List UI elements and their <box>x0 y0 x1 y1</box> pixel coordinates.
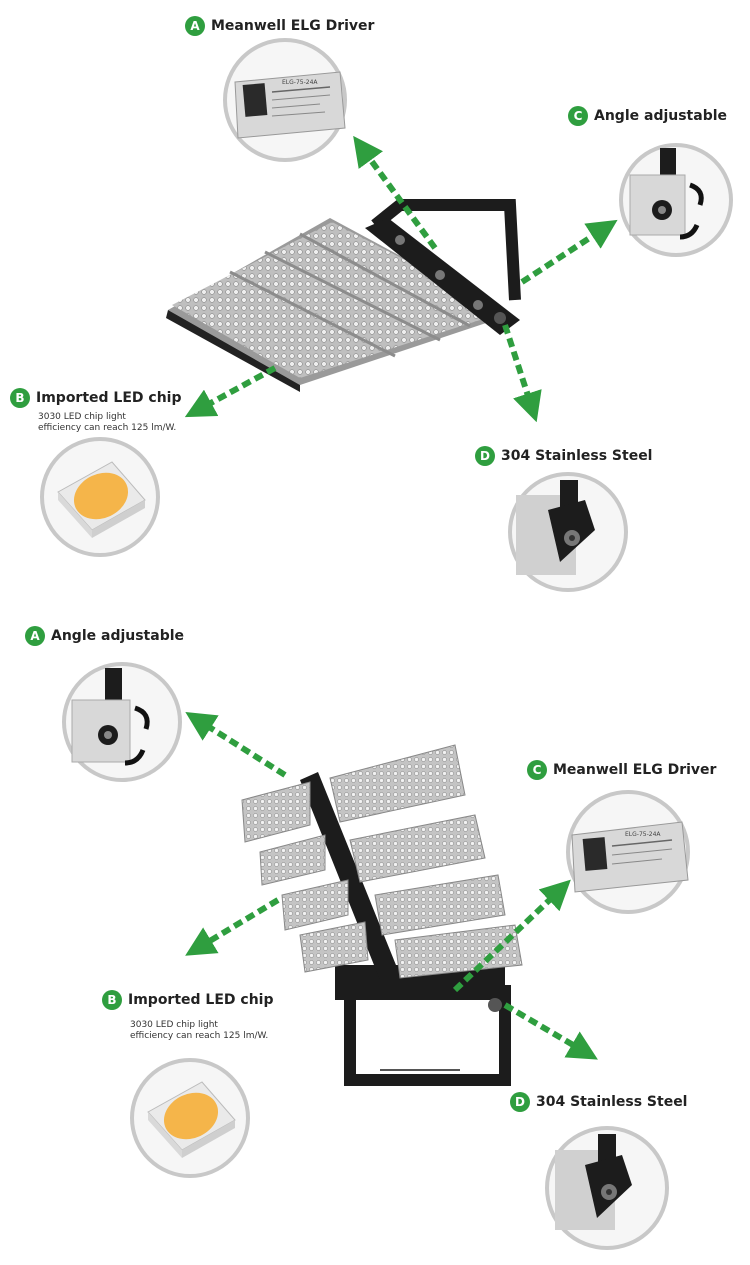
led-chip-description-bottom: 3030 LED chip light efficiency can reach… <box>130 1020 310 1042</box>
label-text: Meanwell ELG Driver <box>211 18 375 34</box>
label-top-c: C Angle adjustable <box>568 106 727 126</box>
label-top-a: A Meanwell ELG Driver <box>185 16 374 36</box>
arrow-icon <box>185 711 287 778</box>
desc-line: 3030 LED chip light <box>38 412 126 422</box>
arrow-icon <box>452 879 571 993</box>
label-top-d: D 304 Stainless Steel <box>475 446 652 466</box>
arrows-bottom <box>185 711 598 1060</box>
arrow-icon <box>502 324 542 423</box>
label-text: Angle adjustable <box>51 628 185 644</box>
label-text: 304 Stainless Steel <box>501 448 653 464</box>
bracket-icon <box>629 148 704 240</box>
label-bottom-d: D 304 Stainless Steel <box>510 1092 687 1112</box>
arrow-icon <box>520 219 618 285</box>
badge-c: C <box>568 106 588 126</box>
desc-line: efficiency can reach 125 lm/W. <box>130 1031 269 1041</box>
led-chip-description-top: 3030 LED chip light efficiency can reach… <box>38 412 218 434</box>
label-bottom-c: C Meanwell ELG Driver <box>527 760 716 780</box>
label-text: 304 Stainless Steel <box>536 1094 688 1110</box>
badge-d: D <box>510 1092 530 1112</box>
label-top-b: B Imported LED chip <box>10 388 182 408</box>
arrows-top <box>184 135 618 423</box>
label-bottom-a: A Angle adjustable <box>25 626 184 646</box>
driver-icon: ELG-75-24A <box>234 71 346 139</box>
led-chip-icon <box>147 1081 236 1158</box>
angle-circle-top <box>619 143 733 257</box>
badge-b: B <box>10 388 30 408</box>
badge-a: A <box>185 16 205 36</box>
arrow-icon <box>185 897 280 956</box>
steel-circle-top <box>508 472 628 592</box>
steel-circle-bottom <box>545 1126 669 1250</box>
angle-circle-bottom <box>62 662 182 782</box>
led-chip-icon <box>57 461 146 538</box>
led-chip-circle-top <box>40 437 160 557</box>
badge-b: B <box>102 990 122 1010</box>
driver-model-text: ELG-75-24A <box>282 79 318 86</box>
driver-circle-top: ELG-75-24A <box>223 38 347 162</box>
label-text: Angle adjustable <box>594 108 728 124</box>
label-text: Imported LED chip <box>36 390 182 406</box>
floodlight-fixture-bottom <box>241 744 523 1086</box>
desc-line: 3030 LED chip light <box>130 1020 218 1030</box>
steel-icon <box>516 480 595 575</box>
led-chip-circle-bottom <box>130 1058 250 1178</box>
badge-a: A <box>25 626 45 646</box>
arrow-icon <box>184 365 277 418</box>
label-bottom-b: B Imported LED chip <box>102 990 274 1010</box>
floodlight-fixture-top <box>166 199 521 392</box>
driver-icon: ELG-75-24A <box>571 821 689 893</box>
bracket-icon <box>71 668 150 766</box>
label-text: Imported LED chip <box>128 992 274 1008</box>
label-text: Meanwell ELG Driver <box>553 762 717 778</box>
desc-line: efficiency can reach 125 lm/W. <box>38 423 177 433</box>
arrow-icon <box>353 135 438 250</box>
badge-d: D <box>475 446 495 466</box>
driver-circle-bottom: ELG-75-24A <box>566 790 690 914</box>
badge-c: C <box>527 760 547 780</box>
driver-model-text: ELG-75-24A <box>625 831 661 838</box>
steel-icon <box>555 1134 632 1230</box>
arrow-icon <box>503 1002 598 1060</box>
